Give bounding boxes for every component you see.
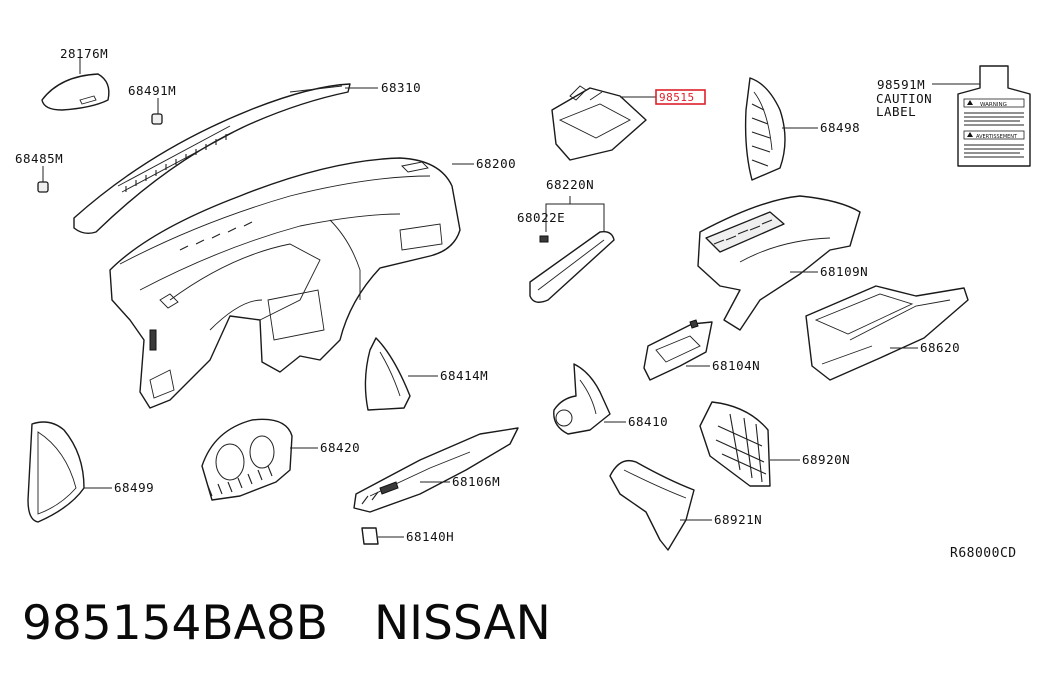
part-68410: 68410 <box>553 363 668 435</box>
label-68920n: 68920N <box>802 452 850 467</box>
label-68485m: 68485M <box>15 151 63 166</box>
label-68106m: 68106M <box>452 474 500 489</box>
label-68499: 68499 <box>114 480 154 495</box>
part-68310: 68310 <box>73 80 421 235</box>
part-68200: 68200 <box>109 156 516 409</box>
part-68920n: 68920N <box>699 401 850 487</box>
footer: 985154BA8B NISSAN <box>22 596 551 651</box>
part-28176m: 28176M <box>41 46 110 111</box>
part-68414m: 68414M <box>364 337 488 411</box>
part-68499: 68499 <box>27 421 154 523</box>
label-68140h: 68140H <box>406 529 454 544</box>
label-68491m: 68491M <box>128 83 176 98</box>
label-caution: CAUTION <box>876 91 932 106</box>
label-68420: 68420 <box>320 440 360 455</box>
diagram-code: R68000CD <box>950 546 1017 561</box>
label-98515: 98515 <box>659 91 695 104</box>
part-68106m: 68106M <box>353 427 519 513</box>
label-68410: 68410 <box>628 414 668 429</box>
footer-brand: NISSAN <box>373 596 551 651</box>
label-68310: 68310 <box>381 80 421 95</box>
highlight-box <box>655 89 706 105</box>
label-28176m: 28176M <box>60 46 108 61</box>
label-68200: 68200 <box>476 156 516 171</box>
label-caution-label: LABEL <box>876 104 916 119</box>
footer-part-number: 985154BA8B <box>22 596 328 651</box>
label-68109n: 68109N <box>820 264 868 279</box>
part-98515: 98515 <box>551 85 706 161</box>
label-68498: 68498 <box>820 120 860 135</box>
label-68921n: 68921N <box>714 512 762 527</box>
label-68220n: 68220N <box>546 177 594 192</box>
label-68104n: 68104N <box>712 358 760 373</box>
part-68620: 68620 <box>805 285 969 381</box>
label-98591m: 98591M <box>877 77 925 92</box>
part-98591m: 98591M CAUTION LABEL WARNING AVERTISSEME… <box>876 65 1031 167</box>
part-68491m: 68491M <box>128 83 176 125</box>
label-68022e: 68022E <box>517 210 565 225</box>
part-68485m: 68485M <box>15 151 63 193</box>
part-68104n: 68104N <box>643 319 760 381</box>
label-68620: 68620 <box>920 340 960 355</box>
card-avertissement-text: AVERTISSEMENT <box>976 134 1018 140</box>
part-68140h: 68140H <box>361 527 454 545</box>
card-warning-text: WARNING <box>980 102 1007 108</box>
part-68109n: 68109N <box>697 195 868 331</box>
part-68921n: 68921N <box>609 459 762 551</box>
label-68414m: 68414M <box>440 368 488 383</box>
part-68220n: 68220N 68022E <box>517 177 615 303</box>
part-68420: 68420 <box>201 418 360 501</box>
part-68498: 68498 <box>744 77 860 181</box>
